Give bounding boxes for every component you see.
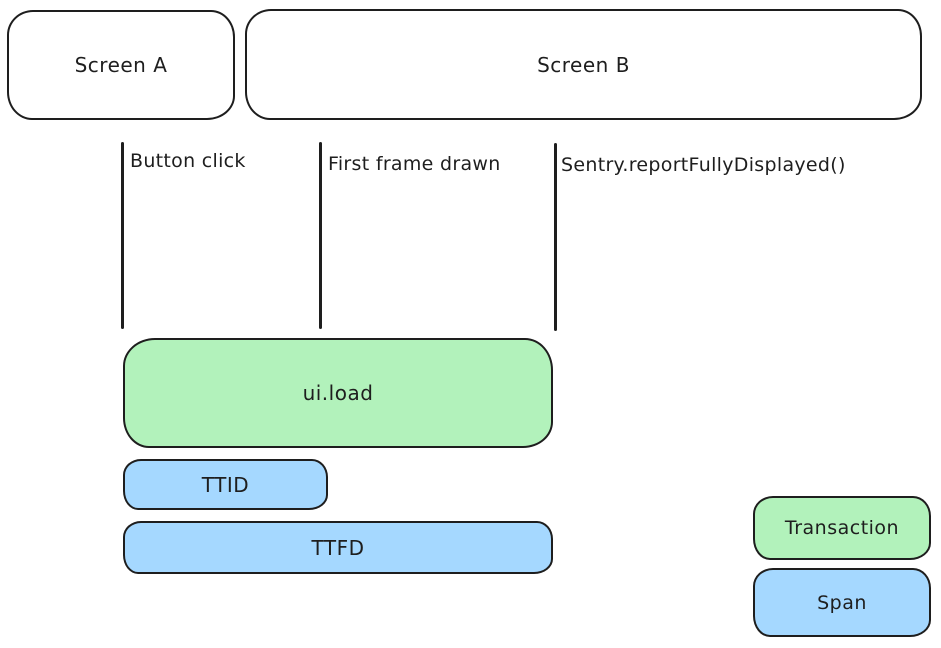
screen-a-box: Screen A <box>7 10 235 120</box>
event-line-first-frame-drawn <box>319 142 322 329</box>
screen-a-label: Screen A <box>74 53 168 77</box>
span-bar-ttid: TTID <box>123 459 328 510</box>
legend-transaction-label: Transaction <box>784 517 900 539</box>
event-line-report-fully-displayed <box>554 143 557 331</box>
transaction-bar-ui-load: ui.load <box>123 338 553 448</box>
span-bar-ttfd-label: TTFD <box>311 535 365 560</box>
screen-b-box: Screen B <box>245 9 922 120</box>
span-bar-ttfd: TTFD <box>123 521 553 574</box>
event-label-first-frame-drawn: First frame drawn <box>328 153 501 175</box>
transaction-bar-ui-load-label: ui.load <box>302 381 374 405</box>
legend-span-label: Span <box>817 591 867 614</box>
event-label-report-fully-displayed: Sentry.reportFullyDisplayed() <box>561 154 846 176</box>
legend-transaction: Transaction <box>753 496 931 560</box>
event-line-button-click <box>121 142 124 329</box>
legend-span: Span <box>753 568 931 637</box>
span-bar-ttid-label: TTID <box>201 472 250 497</box>
screen-b-label: Screen B <box>537 52 630 77</box>
event-label-button-click: Button click <box>130 150 246 172</box>
